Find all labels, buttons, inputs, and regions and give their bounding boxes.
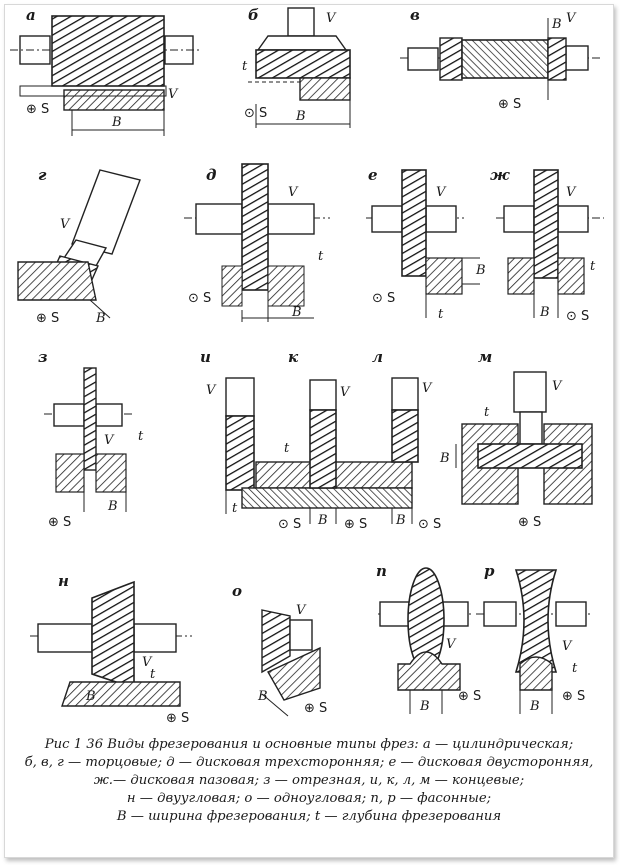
dim-label: B (539, 305, 550, 320)
dim-label: B (295, 109, 306, 124)
velocity-label: V (566, 11, 577, 26)
dim-label: t (150, 667, 156, 682)
dim-label: B (395, 513, 406, 528)
panel-n: н B t V ⊕ S (30, 572, 192, 726)
panel-l: л B V ⊙ S (372, 348, 441, 532)
velocity-label: V (552, 379, 563, 394)
velocity-label: V (206, 383, 217, 398)
velocity-label: V (436, 185, 447, 200)
velocity-label: V (340, 385, 351, 400)
feed-label: ⊙ S (418, 517, 441, 532)
dim-label: t (484, 405, 490, 420)
panel-v: в B V ⊕ S (400, 6, 600, 112)
panel-e: е B t V ⊙ S (366, 166, 486, 322)
caption-line: В — ширина фрезерования; t — глубина фре… (116, 809, 502, 824)
panel-m: м B t V ⊕ S (439, 348, 593, 530)
dim-label: B (85, 689, 96, 704)
dim-label: B (257, 689, 268, 704)
panel-label: ж (490, 166, 510, 184)
feed-label: ⊕ S (26, 102, 49, 117)
panel-label: е (368, 166, 378, 184)
feed-label: ⊕ S (48, 515, 71, 530)
feed-label: ⊙ S (372, 291, 395, 306)
dim-label: B (291, 305, 302, 320)
panel-label: г (38, 166, 47, 184)
feed-label: ⊙ S (566, 309, 589, 324)
feed-label: ⊕ S (562, 689, 585, 704)
velocity-label: V (60, 217, 71, 232)
panel-p: п B V ⊕ S (376, 562, 481, 714)
velocity-label: V (104, 433, 115, 448)
feed-label: ⊕ S (166, 711, 189, 726)
dim-label: B (111, 115, 122, 130)
velocity-label: V (446, 637, 457, 652)
velocity-label: V (142, 655, 153, 670)
feed-label: ⊕ S (458, 689, 481, 704)
velocity-label: V (566, 185, 577, 200)
panel-r: р B t V ⊕ S (476, 562, 590, 714)
dim-label: t (572, 661, 578, 676)
panel-i: и t V ⊙ S (200, 348, 301, 532)
feed-label: ⊕ S (304, 701, 327, 716)
dim-label: B (95, 311, 106, 326)
feed-label: ⊕ S (36, 311, 59, 326)
dim-label: t (138, 429, 144, 444)
panel-label: м (478, 348, 492, 366)
panel-o: о B V ⊕ S (232, 582, 327, 717)
panel-label: р (484, 562, 495, 580)
dim-label: t (284, 441, 290, 456)
panel-label: з (38, 348, 48, 366)
dim-label: B (107, 499, 118, 514)
feed-label: ⊕ S (518, 515, 541, 530)
dim-label: t (438, 307, 444, 322)
caption-line: Рис 1 36 Виды фрезерования и основные ти… (44, 737, 574, 752)
velocity-label: V (296, 603, 307, 618)
dim-label: B (439, 451, 450, 466)
panel-label: д (206, 166, 216, 184)
panel-label: п (376, 562, 387, 580)
panel-label: б (248, 6, 259, 24)
panel-g: г B V ⊕ S (17, 166, 141, 326)
panel-a: а B V ⊕ S (10, 6, 200, 136)
panel-label: л (372, 348, 383, 366)
panel-label: и (200, 348, 211, 366)
velocity-label: V (422, 381, 433, 396)
panel-b: б B t V ⊙ S (242, 6, 351, 128)
dim-label: t (232, 501, 238, 516)
panel-d: д B t V ⊙ S (184, 163, 330, 322)
feed-label: ⊕ S (344, 517, 367, 532)
velocity-label: V (326, 11, 337, 26)
feed-label: ⊙ S (244, 106, 267, 121)
panel-z: з B t V ⊕ S (38, 348, 144, 530)
milling-types-diagram: а B V ⊕ S б B t V (10, 6, 604, 726)
feed-label: ⊕ S (498, 97, 521, 112)
dim-label: B (529, 699, 540, 714)
dim-label: B (317, 513, 328, 528)
panel-zh: ж B t V ⊙ S (490, 166, 604, 324)
dim-label: t (318, 249, 324, 264)
velocity-label: V (288, 185, 299, 200)
workpiece-lower (241, 487, 413, 509)
caption-line: ж.— дисковая пазовая; з — отрезная, и, к… (93, 773, 525, 788)
feed-label: ⊙ S (188, 291, 211, 306)
dim-label: B (475, 263, 486, 278)
dim-label: t (242, 59, 248, 74)
figure-caption: Рис 1 36 Виды фрезерования и основные ти… (14, 736, 604, 826)
dim-label: B (551, 17, 562, 32)
dim-label: t (590, 259, 596, 274)
dim-label: B (419, 699, 430, 714)
feed-label: ⊙ S (278, 517, 301, 532)
caption-line: б, в, г — торцовые; д — дисковая трехсто… (24, 755, 594, 770)
panel-label: а (26, 6, 36, 24)
panel-label: в (410, 6, 420, 24)
panel-k: к B t V ⊕ S (284, 348, 367, 532)
velocity-label: V (562, 639, 573, 654)
panel-label: к (288, 348, 299, 366)
panel-label: н (58, 572, 69, 590)
caption-line: н — двуугловая; о — одноугловая; п, р — … (126, 791, 492, 806)
velocity-label: V (168, 87, 179, 102)
panel-label: о (232, 582, 242, 600)
